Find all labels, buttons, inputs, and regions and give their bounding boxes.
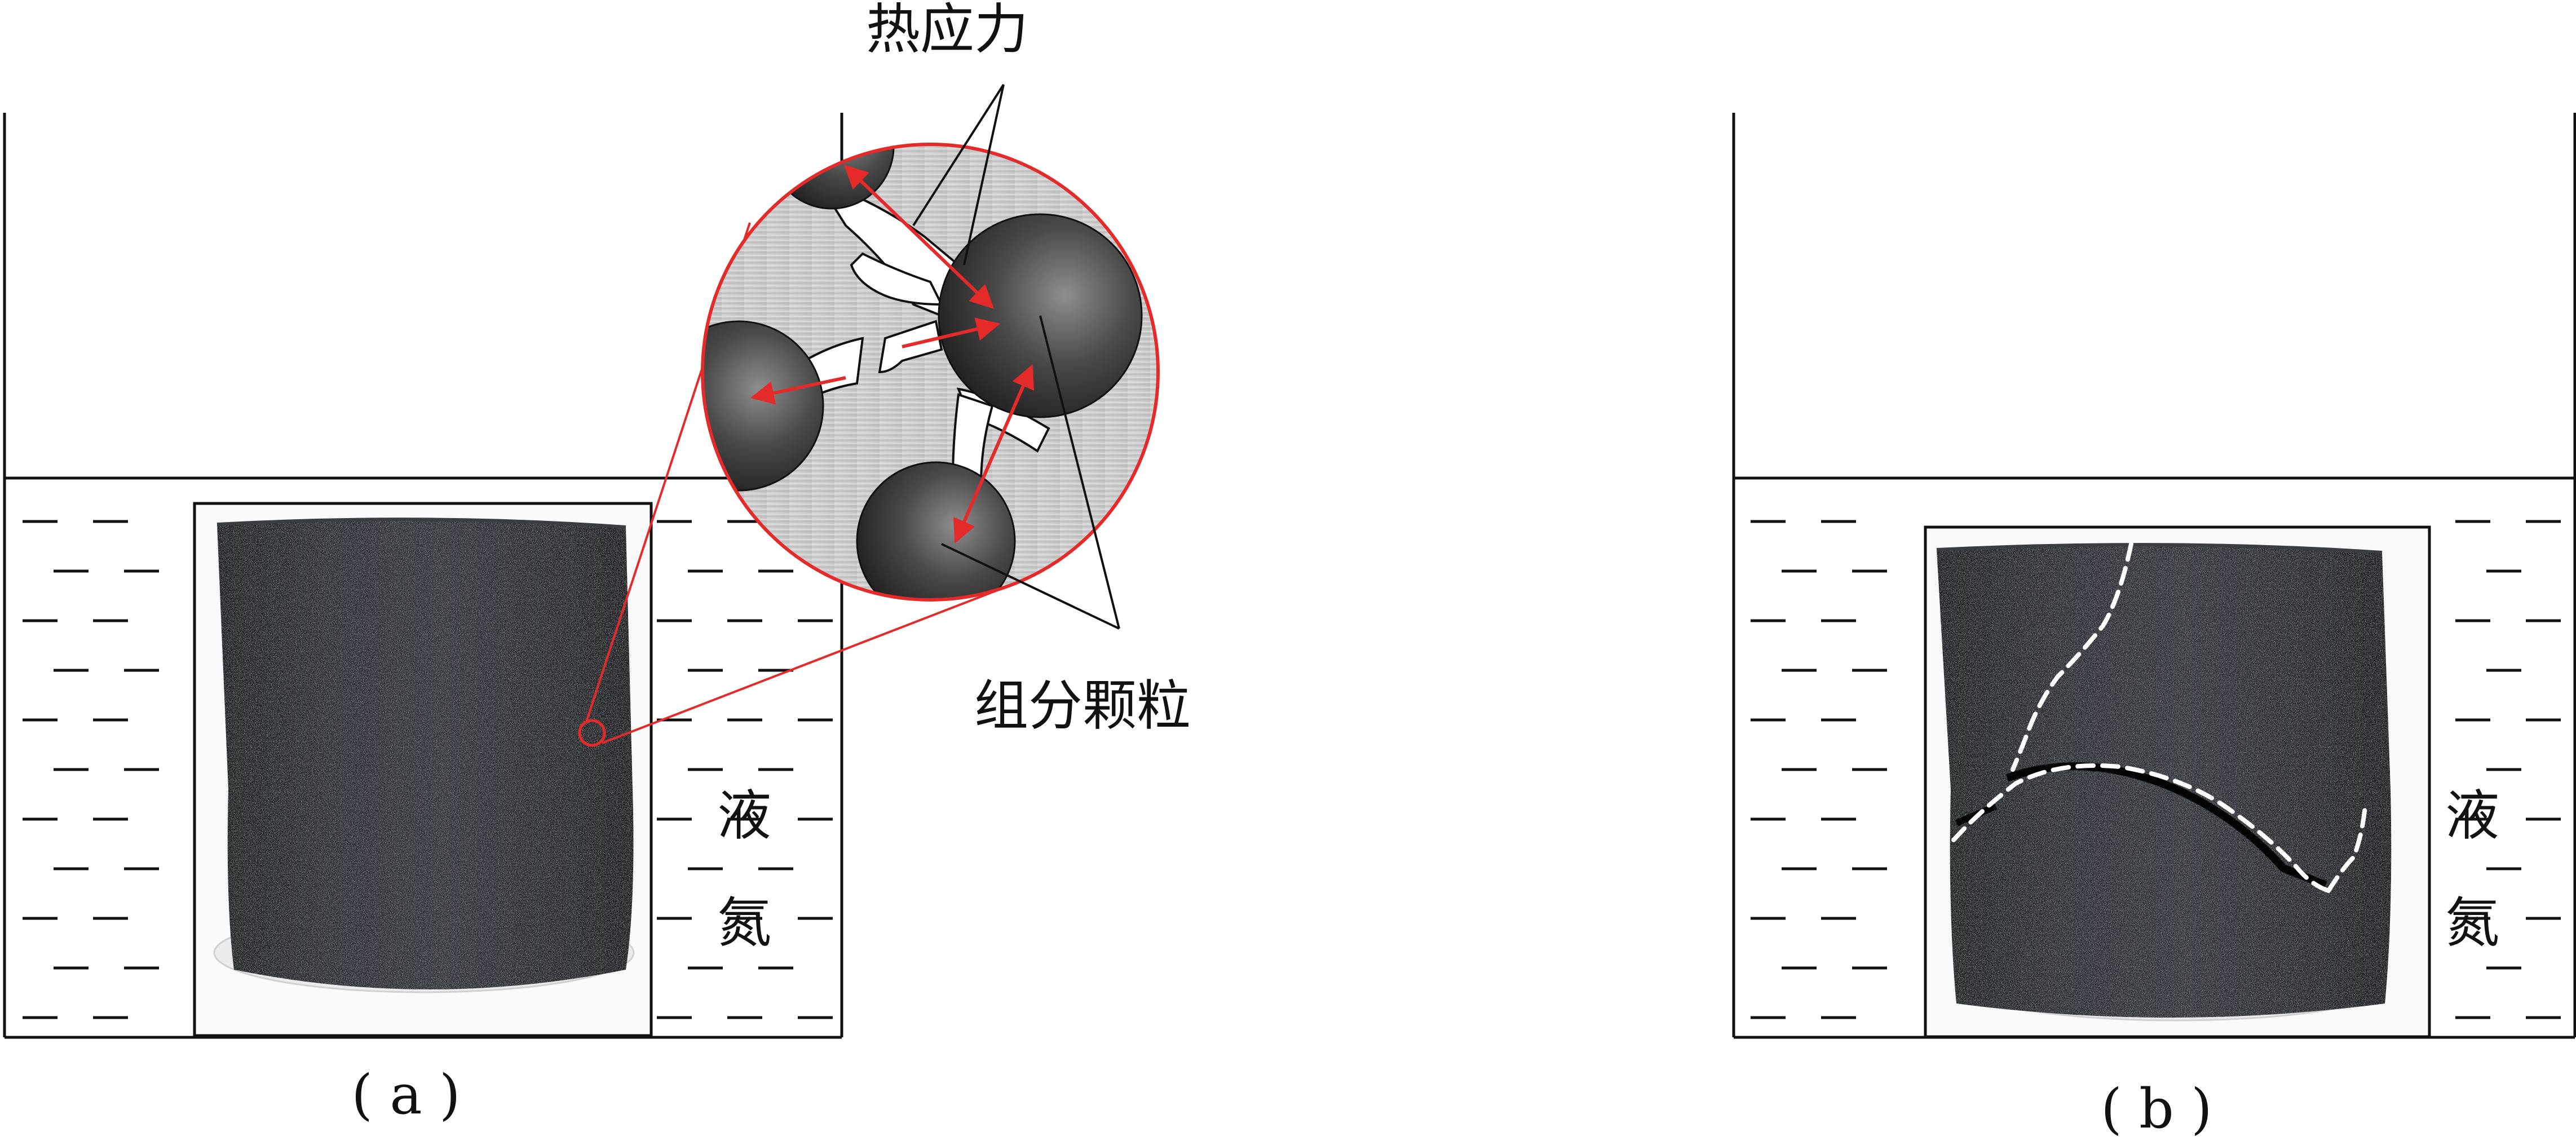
fracture-line (1951, 763, 2331, 893)
fracture-line (2326, 804, 2367, 893)
liquid-label-bottom: 氮 (2445, 891, 2499, 954)
coal-sample (213, 518, 635, 993)
panel-a: 热应力 组分颗粒 液 氮 ( a ) (3, 0, 1191, 1126)
magnifier-circle (701, 143, 1160, 602)
stress-arrow (902, 317, 1001, 348)
stress-arrow (843, 165, 995, 309)
liquid-label-top: 液 (2445, 784, 2499, 847)
caption-b: ( b ) (2101, 1077, 2212, 1140)
fracture-line (2011, 542, 2133, 772)
particles-label: 组分颗粒 (974, 674, 1191, 737)
thermal-stress-label: 热应力 (866, 0, 1028, 61)
liquid-label-bottom: 氮 (717, 891, 771, 954)
stress-arrow (953, 364, 1035, 543)
fracture-lines (1951, 542, 2367, 893)
leader-lines (912, 83, 1120, 630)
stress-arrows (750, 165, 1035, 543)
zoom-target-marker (578, 719, 606, 747)
coal-sample (1936, 543, 2392, 1022)
zoom-connector-bottom (602, 582, 1015, 744)
panel-b: 液 氮 ( b ) (1732, 113, 2576, 1140)
liquid-dashes (23, 520, 833, 1019)
caption-a: ( a ) (351, 1063, 460, 1126)
stress-arrow (750, 376, 846, 405)
liquid-label-top: 液 (717, 784, 771, 847)
liquid-dashes (1751, 520, 2561, 1019)
